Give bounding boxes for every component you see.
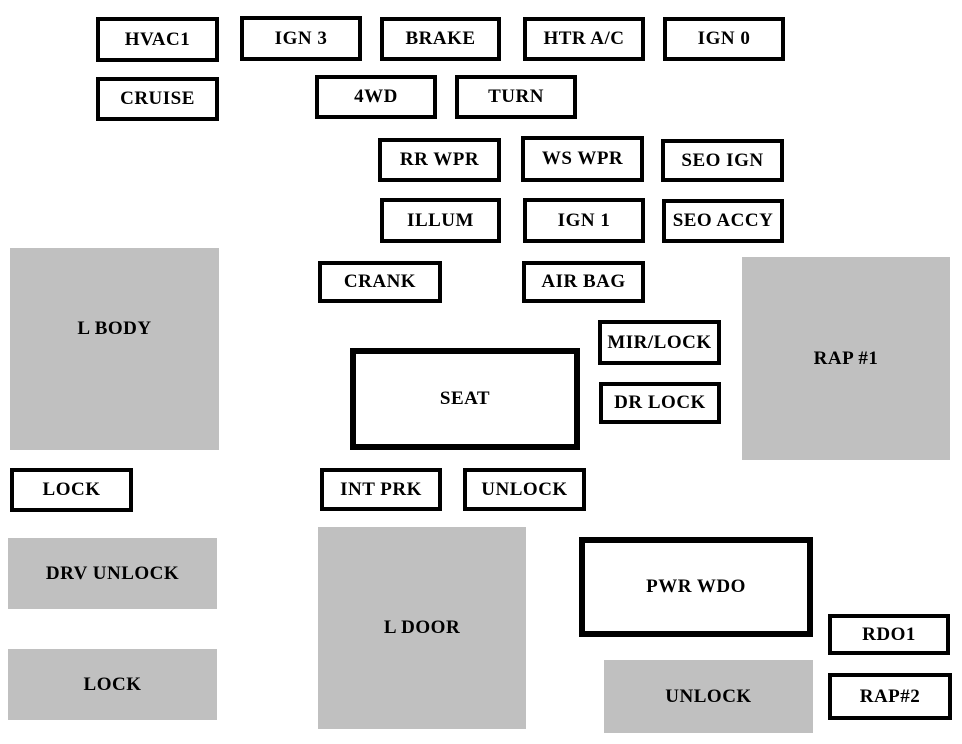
fuse-box-ign-1: IGN 1 <box>523 198 645 243</box>
relay-block-l-door: L DOOR <box>318 527 526 729</box>
box-label: INT PRK <box>340 478 422 500</box>
box-label: AIR BAG <box>541 271 626 292</box>
box-label: CRUISE <box>120 88 195 109</box>
relay-block-l-body: L BODY <box>10 248 219 450</box>
relay-block-drv-unlock: DRV UNLOCK <box>8 538 217 609</box>
box-label: RAP#2 <box>859 685 921 707</box>
relay-block-unlock: UNLOCK <box>604 660 813 733</box>
box-label: DR LOCK <box>614 392 706 413</box>
box-label: LOCK <box>42 479 101 500</box>
fuse-box-rdo1: RDO1 <box>828 614 950 655</box>
fuse-box-seat: SEAT <box>350 348 580 450</box>
fuse-box-cruise: CRUISE <box>96 77 219 121</box>
fuse-box-hvac1: HVAC1 <box>96 17 219 62</box>
fuse-box-seo-ign: SEO IGN <box>661 139 784 182</box>
relay-block-rap-1: RAP #1 <box>742 257 950 460</box>
box-label: PWR WDO <box>646 576 746 597</box>
fuse-box-mir-lock: MIR/LOCK <box>598 320 721 365</box>
fuse-box-unlock: UNLOCK <box>463 468 586 511</box>
fuse-box-brake: BRAKE <box>380 17 501 61</box>
box-label: HTR A/C <box>543 28 625 49</box>
fuse-box-pwr-wdo: PWR WDO <box>579 537 813 637</box>
fuse-box-turn: TURN <box>455 75 577 119</box>
fuse-box-illum: ILLUM <box>380 198 501 243</box>
box-label: IGN 3 <box>274 27 328 49</box>
box-label: RAP #1 <box>813 347 879 369</box>
box-label: SEO IGN <box>681 149 764 171</box>
box-label: SEAT <box>439 388 491 409</box>
relay-block-lock: LOCK <box>8 649 217 720</box>
box-label: IGN 0 <box>697 28 751 49</box>
fuse-box-ign-0: IGN 0 <box>663 17 785 61</box>
fuse-box-air-bag: AIR BAG <box>522 261 645 303</box>
box-label: LOCK <box>83 673 142 695</box>
fuse-box-ign-3: IGN 3 <box>240 16 362 61</box>
box-label: WS WPR <box>541 148 624 169</box>
box-label: UNLOCK <box>481 478 568 500</box>
box-label: UNLOCK <box>665 685 752 707</box>
box-label: HVAC1 <box>124 28 191 50</box>
box-label: RDO1 <box>862 623 916 645</box>
box-label: BRAKE <box>405 28 476 49</box>
box-label: CRANK <box>343 271 417 292</box>
fuse-box-seo-accy: SEO ACCY <box>662 199 784 243</box>
fuse-box-ws-wpr: WS WPR <box>521 136 644 182</box>
box-label: L DOOR <box>383 617 461 638</box>
box-label: IGN 1 <box>557 209 611 231</box>
fuse-box-4wd: 4WD <box>315 75 437 119</box>
box-label: DRV UNLOCK <box>45 562 180 584</box>
fuse-box-dr-lock: DR LOCK <box>599 382 721 424</box>
box-label: RR WPR <box>399 149 480 170</box>
box-label: SEO ACCY <box>672 210 774 231</box>
box-label: ILLUM <box>407 209 474 231</box>
fuse-box-htr-a-c: HTR A/C <box>523 17 645 61</box>
box-label: TURN <box>488 86 544 107</box>
box-label: 4WD <box>354 86 398 107</box>
fuse-box-int-prk: INT PRK <box>320 468 442 511</box>
fuse-box-crank: CRANK <box>318 261 442 303</box>
fuse-box-lock: LOCK <box>10 468 133 512</box>
fuse-box-rap-2: RAP#2 <box>828 673 952 720</box>
box-label: MIR/LOCK <box>607 331 712 353</box>
box-label: L BODY <box>77 318 152 339</box>
fuse-box-rr-wpr: RR WPR <box>378 138 501 182</box>
